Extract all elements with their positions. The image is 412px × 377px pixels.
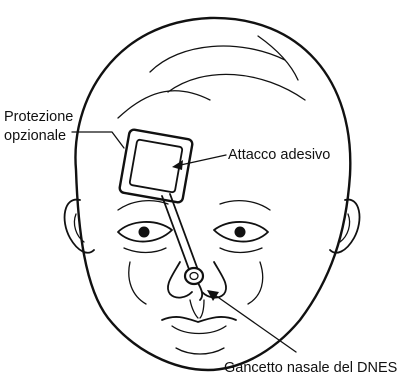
- right-eyebrow: [220, 201, 270, 210]
- right-ear: [330, 200, 360, 253]
- philtrum: [190, 300, 204, 318]
- chin: [176, 348, 224, 354]
- hook-ring: [185, 268, 203, 284]
- label-hook: Gancetto nasale del DNES: [224, 360, 397, 376]
- baby-face-icon: [65, 18, 360, 370]
- hair-strand: [118, 91, 210, 118]
- hook-tail: [198, 283, 202, 300]
- right-eye-crease: [220, 248, 262, 253]
- left-pupil: [139, 227, 150, 238]
- upper-lip: [162, 317, 236, 322]
- protection-leader: [72, 132, 124, 148]
- hair-strand: [168, 74, 305, 100]
- label-protection-line1: Protezione: [4, 109, 73, 125]
- right-pupil: [235, 227, 246, 238]
- hook-arrow-line: [212, 293, 296, 352]
- label-protection-line2: opzionale: [4, 128, 66, 144]
- stem-right-edge: [170, 194, 198, 270]
- hook-arrow-head: [207, 290, 219, 301]
- hair-strand: [150, 46, 285, 72]
- left-eyebrow: [118, 201, 168, 210]
- left-eye-crease: [124, 248, 166, 253]
- left-cheek: [129, 262, 146, 304]
- right-cheek: [248, 262, 263, 304]
- hair-strand: [258, 36, 298, 80]
- label-adhesive: Attacco adesivo: [228, 147, 330, 163]
- lower-lip: [172, 326, 226, 334]
- hook-arrow: [207, 290, 296, 352]
